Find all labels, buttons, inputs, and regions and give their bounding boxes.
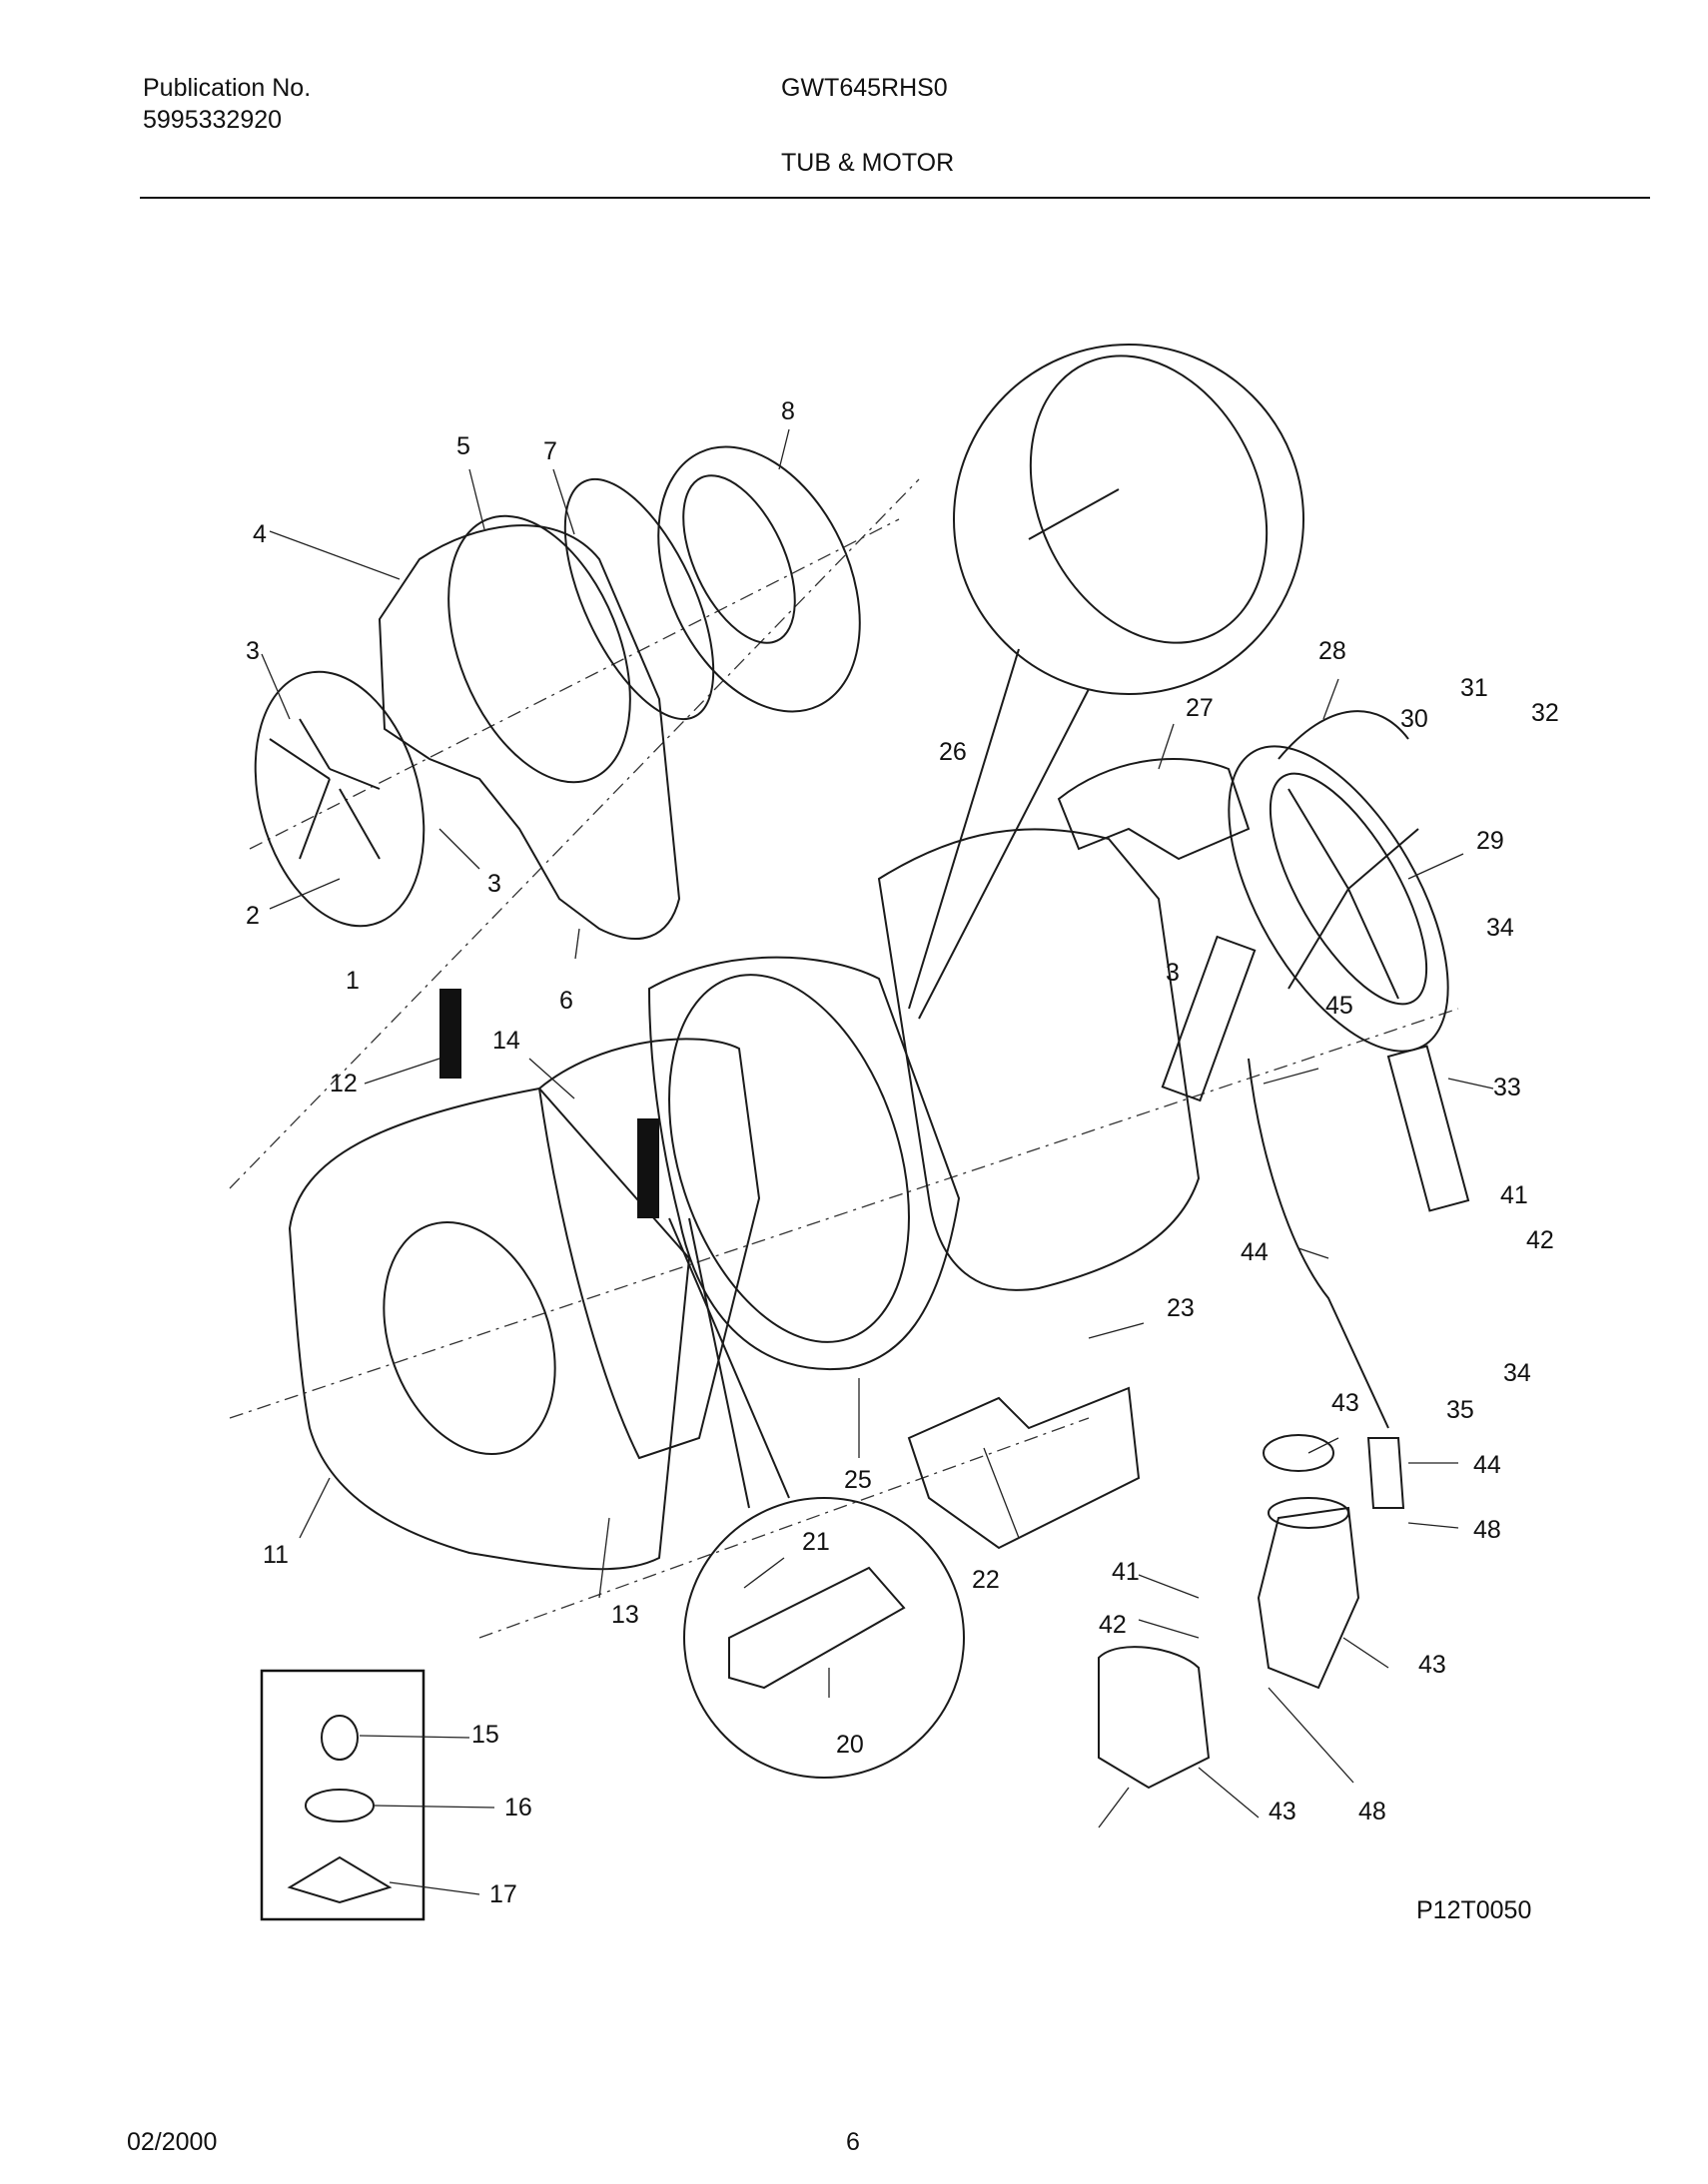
spider-shaft — [1028, 488, 1120, 540]
outer-tub-band — [537, 1038, 761, 1460]
callout-1: 1 — [346, 967, 360, 995]
tub-cover-ring — [563, 477, 715, 721]
leader-lines — [261, 428, 1494, 1895]
pulley-spokes — [1287, 788, 1419, 1000]
callout-3-mid: 3 — [487, 870, 501, 898]
basket-rim — [668, 974, 910, 1343]
callout-19: 22 — [972, 1566, 1000, 1594]
elbow-hose-top — [1268, 1497, 1349, 1529]
small-parts-box — [260, 1669, 426, 1921]
callout-48-bottom: 48 — [1358, 1798, 1386, 1825]
callout-11: 16 — [504, 1794, 532, 1821]
callout-42: 43 — [1331, 1389, 1359, 1417]
header-divider — [140, 197, 1650, 199]
inset-pointer-right — [918, 688, 1090, 1020]
shock-absorber-left — [1161, 935, 1257, 1102]
callout-7: 7 — [543, 437, 557, 465]
hose-clamp — [1263, 1434, 1334, 1472]
callout-12: 17 — [489, 1880, 517, 1908]
rear-bracket — [1057, 758, 1251, 861]
callout-18: 21 — [802, 1528, 830, 1556]
model-number: GWT645RHS0 — [781, 74, 948, 102]
footer-page-number: 6 — [846, 2128, 860, 2156]
axis-lines — [229, 478, 1459, 1639]
pressure-hose — [1248, 1058, 1389, 1429]
diagram-id: P12T0050 — [1416, 1896, 1532, 1924]
callout-43: 44 — [1473, 1451, 1501, 1479]
pump-elbow-hose — [1257, 1506, 1360, 1690]
footer-date: 02/2000 — [127, 2128, 218, 2156]
door-gasket-inner — [682, 474, 796, 644]
outer-tub-rear — [877, 828, 1201, 1291]
outer-tub-opening — [383, 1220, 556, 1456]
callout-4: 4 — [253, 520, 267, 548]
inset-pointer-left — [908, 648, 1020, 1010]
callout-2: 2 — [246, 902, 260, 930]
drive-pulley — [1228, 745, 1449, 1053]
callout-45: 45 — [1325, 992, 1353, 1020]
suspension-spring-left — [439, 989, 461, 1079]
callout-20: 23 — [1167, 1294, 1195, 1322]
callout-32: 35 — [1446, 1396, 1474, 1424]
callout-41: 43 — [1418, 1651, 1446, 1679]
callout-21: 25 — [844, 1466, 872, 1494]
inner-basket — [647, 956, 961, 1371]
section-title: TUB & MOTOR — [781, 149, 955, 177]
callout-3-right: 3 — [1166, 959, 1180, 987]
callout-31-bottom: 34 — [1503, 1359, 1531, 1387]
suspension-spring-center — [637, 1118, 659, 1218]
spider-arm-outline — [1029, 355, 1269, 644]
sensor-block — [728, 1566, 906, 1690]
mounting-plate — [287, 1855, 393, 1904]
callout-15: 13 — [611, 1601, 639, 1629]
callout-48-top: 48 — [1473, 1516, 1501, 1544]
callout-23: 27 — [1186, 694, 1214, 722]
inset-spider-detail — [953, 344, 1304, 695]
callout-33-right: 41 — [1500, 1181, 1528, 1209]
callout-34-bottom: 42 — [1099, 1611, 1127, 1639]
callout-44: 44 — [1241, 1238, 1269, 1266]
inset-bottom-pointer-right — [668, 1217, 790, 1499]
drain-pump — [1098, 1646, 1211, 1790]
front-panel-opening — [447, 514, 631, 784]
callout-31-top: 34 — [1486, 914, 1514, 942]
inset-sensor-detail — [683, 1497, 965, 1779]
door-gasket — [657, 445, 861, 713]
callout-6: 6 — [559, 987, 573, 1015]
callout-29: 32 — [1531, 699, 1559, 727]
callout-28: 31 — [1460, 674, 1488, 702]
callout-17: 20 — [836, 1731, 864, 1759]
callout-22: 26 — [939, 738, 967, 766]
callout-16: 14 — [492, 1027, 520, 1055]
callout-33-bottom: 41 — [1112, 1558, 1140, 1586]
baffle-spokes — [269, 718, 381, 860]
inset-bottom-pointer-left — [688, 1217, 750, 1509]
washer-disc — [305, 1789, 375, 1822]
publication-number: 5995332920 — [143, 106, 283, 134]
callout-10: 15 — [471, 1721, 499, 1749]
callout-5: 5 — [456, 432, 470, 460]
publication-label: Publication No. — [143, 74, 312, 102]
drain-hose-sensor — [1366, 1437, 1405, 1509]
callout-25: 28 — [1318, 637, 1346, 665]
baffle-ring — [254, 670, 426, 928]
motor-mount — [907, 1386, 1141, 1550]
callout-30: 33 — [1493, 1074, 1521, 1101]
outer-tub-front — [288, 1087, 691, 1571]
callout-labels: 4 5 7 8 3 2 3 1 6 14 12 11 13 25 26 27 2… — [246, 397, 1559, 1908]
callout-8: 8 — [781, 397, 795, 425]
shock-absorber-right — [1386, 1045, 1470, 1212]
pulley-inner — [1269, 772, 1428, 1006]
drive-belt — [1278, 710, 1409, 760]
callout-34-right: 42 — [1526, 1226, 1554, 1254]
callout-27: 30 — [1400, 705, 1428, 733]
callout-3-top: 3 — [246, 637, 260, 665]
front-panel — [378, 524, 681, 940]
foot-cap — [321, 1715, 359, 1761]
callout-14: 12 — [330, 1070, 358, 1097]
callout-26: 29 — [1476, 827, 1504, 855]
callout-13: 11 — [263, 1541, 289, 1569]
callout-35: 43 — [1269, 1798, 1296, 1825]
